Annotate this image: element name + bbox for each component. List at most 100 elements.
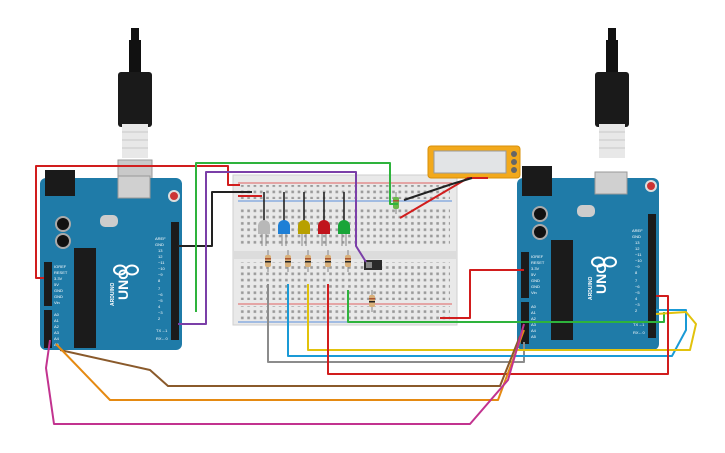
board-model-right: UNO bbox=[593, 263, 609, 294]
svg-text:~3: ~3 bbox=[635, 302, 640, 307]
reset-button-right[interactable] bbox=[645, 180, 657, 192]
board-brand-left: ARDUINO bbox=[110, 283, 116, 306]
wire-red-left-top[interactable] bbox=[35, 165, 240, 279]
resistor[interactable] bbox=[325, 250, 331, 272]
svg-text:GND: GND bbox=[54, 294, 63, 299]
svg-text:~6: ~6 bbox=[635, 284, 640, 289]
digital-header-right bbox=[648, 214, 656, 338]
svg-text:IOREF: IOREF bbox=[531, 254, 544, 259]
center-channel bbox=[233, 251, 457, 259]
svg-text:AREF: AREF bbox=[632, 228, 643, 233]
svg-text:12: 12 bbox=[635, 246, 640, 251]
svg-text:7: 7 bbox=[158, 286, 161, 291]
wire-red-right[interactable] bbox=[440, 269, 524, 319]
svg-text:A3: A3 bbox=[54, 330, 60, 335]
svg-text:~5: ~5 bbox=[635, 290, 640, 295]
svg-text:AREF: AREF bbox=[155, 236, 166, 241]
svg-text:8: 8 bbox=[635, 270, 638, 275]
svg-text:~10: ~10 bbox=[635, 258, 643, 263]
wire-brown[interactable] bbox=[59, 335, 521, 387]
svg-text:12: 12 bbox=[158, 254, 163, 259]
analog-header-left bbox=[44, 310, 52, 348]
board-brand-right: ARDUINO bbox=[588, 277, 594, 300]
svg-text:5V: 5V bbox=[54, 282, 59, 287]
svg-text:4: 4 bbox=[158, 304, 161, 309]
svg-text:3.3V: 3.3V bbox=[531, 266, 540, 271]
atmega-chip-left bbox=[74, 248, 96, 348]
power-jack-left bbox=[45, 170, 75, 196]
wire-orange[interactable] bbox=[55, 329, 525, 401]
wire-blue[interactable] bbox=[287, 284, 687, 357]
svg-text:4: 4 bbox=[635, 296, 638, 301]
wire-purple-top[interactable] bbox=[178, 171, 367, 325]
svg-text:3.3V: 3.3V bbox=[54, 276, 63, 281]
led-green[interactable] bbox=[338, 192, 350, 246]
power-rail-top bbox=[240, 185, 450, 199]
svg-text:A5: A5 bbox=[531, 334, 537, 339]
atmega-chip-right bbox=[551, 240, 573, 340]
wire-black-right[interactable] bbox=[403, 177, 473, 201]
slide-switch[interactable] bbox=[364, 260, 382, 270]
led-blue[interactable] bbox=[278, 192, 290, 246]
svg-text:~11: ~11 bbox=[635, 252, 642, 257]
wire-yellow[interactable] bbox=[307, 284, 697, 351]
usb-port-left bbox=[117, 175, 151, 199]
svg-text:TX→1: TX→1 bbox=[156, 328, 168, 333]
svg-text:~10: ~10 bbox=[158, 266, 166, 271]
svg-text:5V: 5V bbox=[531, 272, 536, 277]
board-model-left: UNO bbox=[115, 269, 131, 300]
svg-text:A1: A1 bbox=[531, 310, 537, 315]
svg-text:A0: A0 bbox=[531, 304, 537, 309]
resistor[interactable] bbox=[369, 290, 375, 312]
resistor[interactable] bbox=[265, 250, 271, 272]
digital-header-left bbox=[171, 222, 179, 340]
led-group bbox=[258, 192, 350, 246]
wire-red-lcd[interactable] bbox=[399, 177, 488, 219]
svg-text:Vin: Vin bbox=[54, 300, 60, 305]
wire-red-lower[interactable] bbox=[327, 284, 669, 375]
svg-text:~6: ~6 bbox=[158, 292, 163, 297]
svg-text:GND: GND bbox=[54, 288, 63, 293]
reset-button-left[interactable] bbox=[168, 190, 180, 202]
svg-text:RX←0: RX←0 bbox=[156, 336, 169, 341]
svg-text:A1: A1 bbox=[54, 318, 60, 323]
svg-text:8: 8 bbox=[158, 278, 161, 283]
svg-text:RX←0: RX←0 bbox=[633, 330, 646, 335]
arduino-left[interactable]: UNO ARDUINO AREF GND 13 12 ~11 ~10 ~9 8 … bbox=[40, 170, 182, 350]
svg-text:~9: ~9 bbox=[635, 264, 640, 269]
wire-gray[interactable] bbox=[267, 284, 525, 363]
resistor[interactable] bbox=[285, 250, 291, 272]
power-header-left bbox=[44, 262, 52, 306]
power-header-right bbox=[521, 252, 529, 298]
arduino-right[interactable]: UNO ARDUINO AREF GND 13 12 ~11 ~10 ~9 8 … bbox=[517, 166, 659, 350]
svg-text:2: 2 bbox=[635, 308, 638, 313]
usb-cable-right[interactable] bbox=[595, 28, 629, 158]
svg-text:A3: A3 bbox=[531, 322, 537, 327]
svg-text:A2: A2 bbox=[531, 316, 537, 321]
led-red[interactable] bbox=[318, 192, 330, 246]
led-white[interactable] bbox=[258, 192, 270, 246]
breadboard[interactable] bbox=[232, 174, 458, 326]
wire-magenta[interactable] bbox=[45, 323, 525, 425]
svg-text:GND: GND bbox=[531, 284, 540, 289]
wire-green-bottom[interactable] bbox=[347, 290, 665, 323]
lcd-display[interactable] bbox=[427, 145, 521, 179]
svg-text:A0: A0 bbox=[54, 312, 60, 317]
wire-green-top[interactable] bbox=[195, 162, 398, 312]
svg-text:IOREF: IOREF bbox=[54, 264, 67, 269]
svg-text:13: 13 bbox=[635, 240, 640, 245]
svg-text:A2: A2 bbox=[54, 324, 60, 329]
svg-text:13: 13 bbox=[158, 248, 163, 253]
usb-port-right bbox=[594, 171, 628, 195]
led-yellow[interactable] bbox=[298, 192, 310, 246]
svg-text:~3: ~3 bbox=[158, 310, 163, 315]
svg-text:A4: A4 bbox=[531, 328, 537, 333]
svg-text:TX→1: TX→1 bbox=[633, 322, 645, 327]
svg-text:GND: GND bbox=[155, 242, 164, 247]
usb-cable-left[interactable] bbox=[117, 28, 153, 195]
resistor[interactable] bbox=[345, 250, 351, 272]
lcd-screen bbox=[433, 150, 507, 174]
resistor[interactable] bbox=[305, 250, 311, 272]
svg-text:~11: ~11 bbox=[158, 260, 165, 265]
